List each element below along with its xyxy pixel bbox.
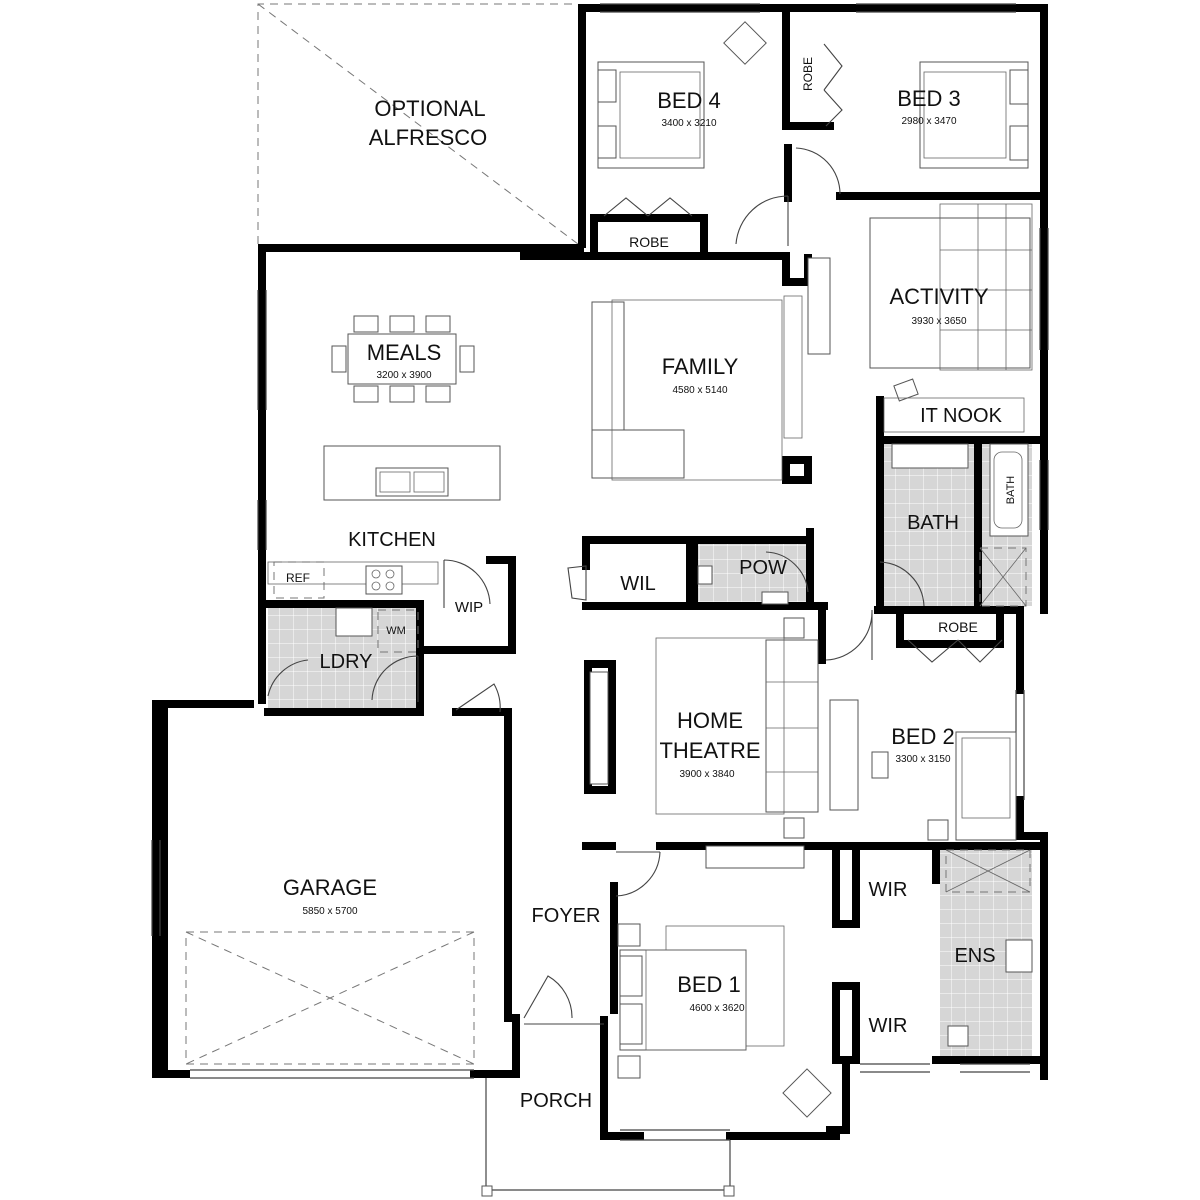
wip-label: WIP: [455, 599, 483, 616]
furniture: [267, 21, 1033, 1118]
bed2-label: BED 2: [891, 724, 955, 749]
bed3-dims: 2980 x 3470: [901, 116, 956, 127]
walls: [152, 4, 1048, 1140]
meals-dims: 3200 x 3900: [376, 370, 431, 381]
kitchen-label: KITCHEN: [348, 529, 436, 551]
porch-outline: [481, 1078, 735, 1197]
windows: [151, 3, 1049, 1141]
porch-label: PORCH: [520, 1090, 592, 1112]
activity-dims: 3930 x 3650: [911, 316, 966, 327]
ref-label: REF: [286, 571, 310, 585]
bed4-robe-label: ROBE: [629, 234, 669, 250]
alfresco-label-1: OPTIONAL: [374, 96, 485, 121]
garage-label: GARAGE: [283, 875, 377, 900]
bed4-label: BED 4: [657, 88, 721, 113]
bed1-dims: 4600 x 3620: [689, 1003, 744, 1014]
bed2-robe-label: ROBE: [938, 619, 978, 635]
theatre-dims: 3900 x 3840: [679, 769, 734, 780]
it-nook-label: IT NOOK: [920, 405, 1003, 427]
family-label: FAMILY: [662, 354, 739, 379]
family-dims: 4580 x 5140: [672, 385, 727, 396]
garage-dims: 5850 x 5700: [302, 906, 357, 917]
bed3-label: BED 3: [897, 86, 961, 111]
dining-table: [347, 333, 457, 385]
wir-upper-label: WIR: [869, 879, 908, 901]
ldry-label: LDRY: [320, 651, 373, 673]
meals-label: MEALS: [367, 340, 442, 365]
wir-lower-label: WIR: [869, 1015, 908, 1037]
bath-tub-label: BATH: [1005, 476, 1017, 505]
garage-door-outline: [185, 931, 475, 1065]
doors: [267, 43, 1003, 1025]
wm-label: WM: [386, 625, 406, 637]
bed3-robe-label: ROBE: [801, 57, 815, 91]
bed2-dims: 3300 x 3150: [895, 754, 950, 765]
ens-label: ENS: [954, 945, 995, 967]
powder-floor: [697, 542, 809, 604]
labels: OPTIONAL ALFRESCO BED 4 3400 x 3210 BED …: [283, 57, 1017, 1112]
alfresco-label-2: ALFRESCO: [369, 125, 488, 150]
foyer-label: FOYER: [532, 905, 601, 927]
alfresco-outline: [257, 3, 579, 245]
theatre-label-2: THEATRE: [659, 738, 760, 763]
theatre-label-1: HOME: [677, 708, 743, 733]
bed4-dims: 3400 x 3210: [661, 118, 716, 129]
activity-label: ACTIVITY: [889, 284, 988, 309]
bath-label: BATH: [907, 512, 959, 534]
pow-label: POW: [739, 557, 787, 579]
wil-label: WIL: [620, 573, 656, 595]
bed1-label: BED 1: [677, 972, 741, 997]
